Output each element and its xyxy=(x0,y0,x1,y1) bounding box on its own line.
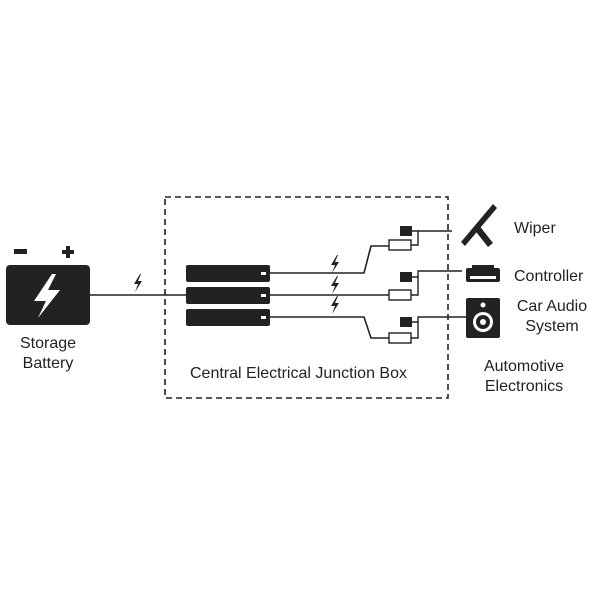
junction-box-border xyxy=(164,196,449,399)
battery-label: Storage Battery xyxy=(19,335,77,372)
device-label-controller: Controller xyxy=(514,268,584,285)
busbar-top xyxy=(186,265,270,282)
wire-bolt-icon-top xyxy=(331,255,339,273)
connector-controller xyxy=(388,270,462,301)
wire-to-wiper xyxy=(270,245,389,274)
wire-bolt-icon-bottom xyxy=(331,296,339,314)
group-label-automotive: Automotive Electronics xyxy=(483,358,565,395)
controller-icon xyxy=(466,265,500,282)
busbar-middle xyxy=(186,287,270,304)
device-label-wiper: Wiper xyxy=(514,220,556,237)
junction-box-label: Central Electrical Junction Box xyxy=(190,365,407,382)
device-label-audio: Car Audio System xyxy=(516,298,588,335)
speaker-icon xyxy=(466,298,500,338)
wire-to-audio xyxy=(270,316,389,339)
main-feed-bolt-icon xyxy=(134,274,142,292)
wire-bolt-icon-middle xyxy=(331,276,339,294)
wiper-icon xyxy=(461,204,497,247)
battery-icon xyxy=(6,246,90,325)
busbar-bottom xyxy=(186,309,270,326)
connector-audio xyxy=(388,316,466,344)
connector-wiper xyxy=(388,226,452,251)
